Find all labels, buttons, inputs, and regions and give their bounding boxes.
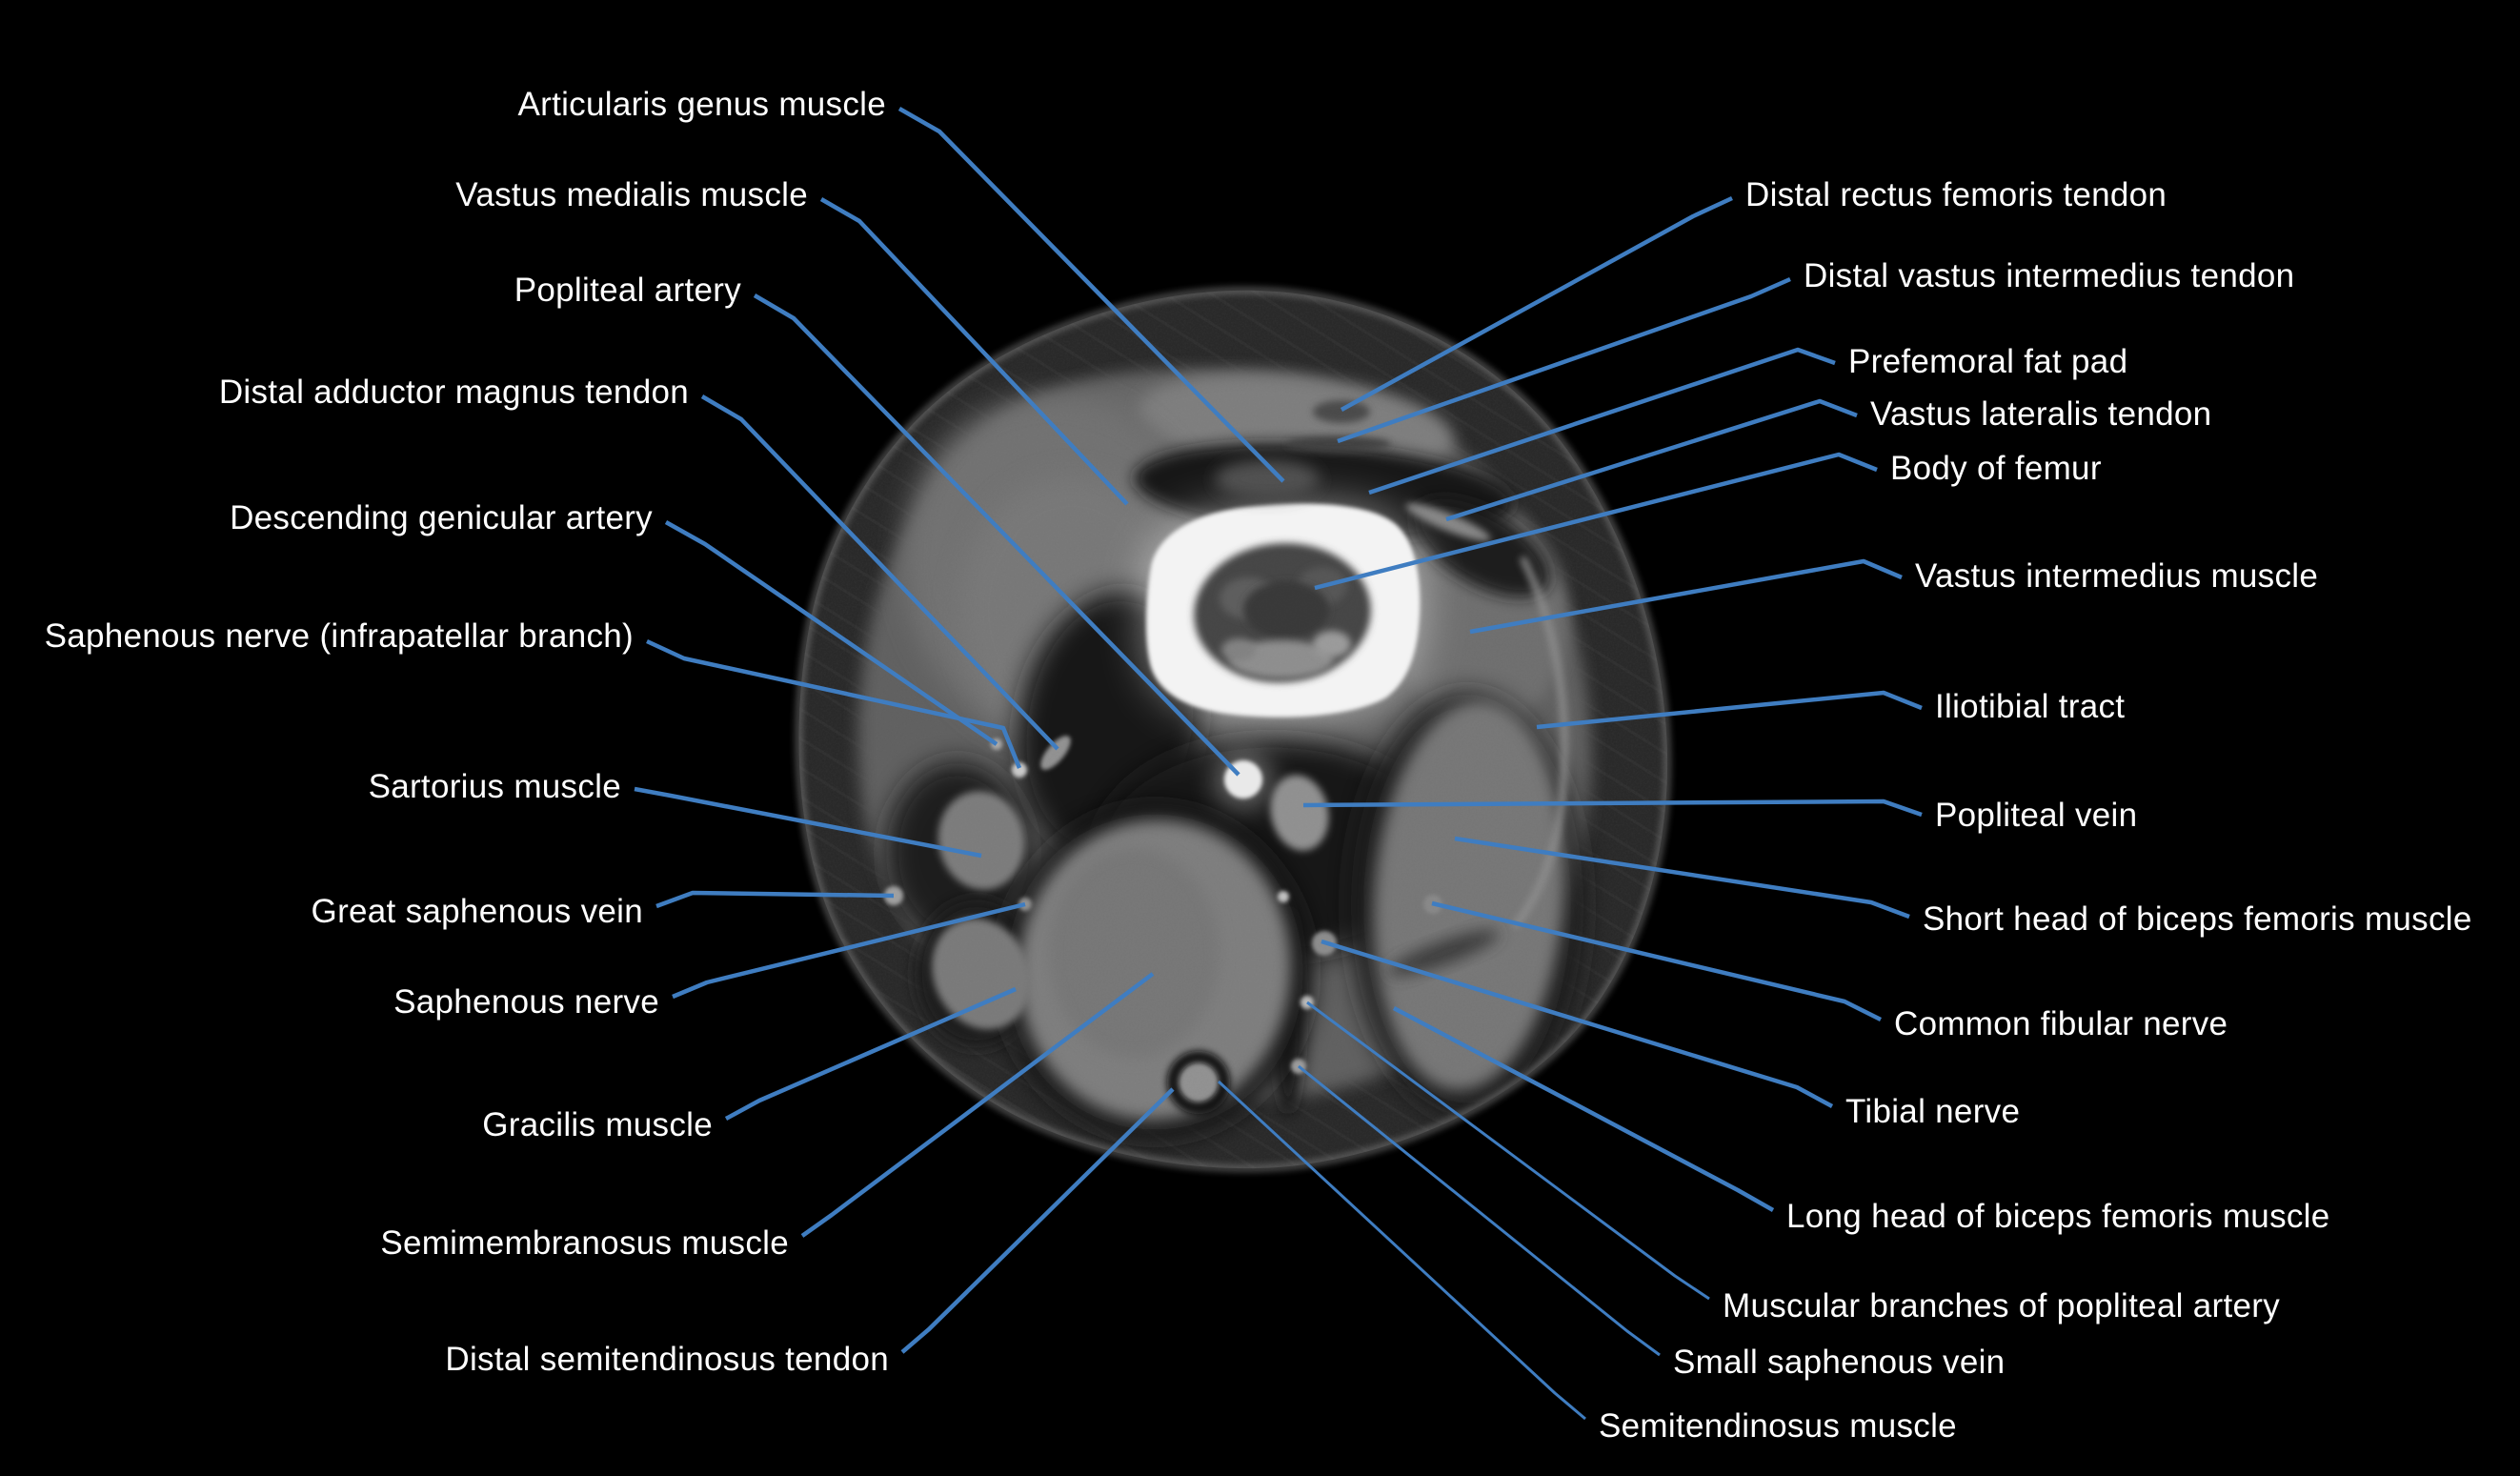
skin-rim xyxy=(796,288,1670,1171)
leader-line-tibial-nerve xyxy=(1320,939,1834,1108)
ct-scan xyxy=(796,288,1670,1171)
leader-line-gracilis-muscle xyxy=(724,986,1017,1121)
leader-line-vastus-lateralis-tendon xyxy=(1445,398,1858,522)
leader-line-popliteal-vein xyxy=(1302,799,1923,818)
leader-line-long-head-of-biceps-femoris-muscle xyxy=(1392,1006,1775,1212)
leader-line-semitendinosus-muscle xyxy=(1217,1080,1586,1421)
leader-line-vastus-medialis-muscle xyxy=(819,197,1129,506)
leader-line-semimembranosus-muscle xyxy=(800,972,1155,1238)
leader-line-distal-adductor-magnus-tendon xyxy=(700,394,1059,751)
leader-lines xyxy=(634,107,1923,1421)
leader-line-prefemoral-fat-pad xyxy=(1368,347,1836,495)
leader-line-sartorius-muscle xyxy=(634,786,982,859)
ct-noise xyxy=(798,290,1668,1169)
leader-line-short-head-of-biceps-femoris-muscle xyxy=(1454,836,1910,920)
leader-line-distal-semitendinosus-tendon xyxy=(900,1087,1175,1354)
leader-line-great-saphenous-vein xyxy=(655,890,895,909)
leader-line-popliteal-artery xyxy=(753,293,1240,777)
leader-line-descending-genicular-artery xyxy=(664,520,998,746)
leader-line-distal-rectus-femoris-tendon xyxy=(1340,195,1733,412)
leader-line-saphenous-nerve-infrapatellar-branch xyxy=(646,638,1022,769)
leader-line-iliotibial-tract xyxy=(1536,690,1923,730)
leader-line-body-of-femur xyxy=(1314,452,1878,591)
leader-line-muscular-branches-of-popliteal-artery xyxy=(1306,1001,1710,1301)
leader-line-articularis-genus-muscle xyxy=(897,107,1285,483)
leader-line-common-fibular-nerve xyxy=(1431,900,1883,1022)
leader-line-distal-vastus-intermedius-tendon xyxy=(1337,276,1791,444)
leader-line-vastus-intermedius-muscle xyxy=(1469,558,1903,635)
leader-line-small-saphenous-vein xyxy=(1298,1064,1661,1357)
leader-line-saphenous-nerve xyxy=(672,901,1026,1000)
